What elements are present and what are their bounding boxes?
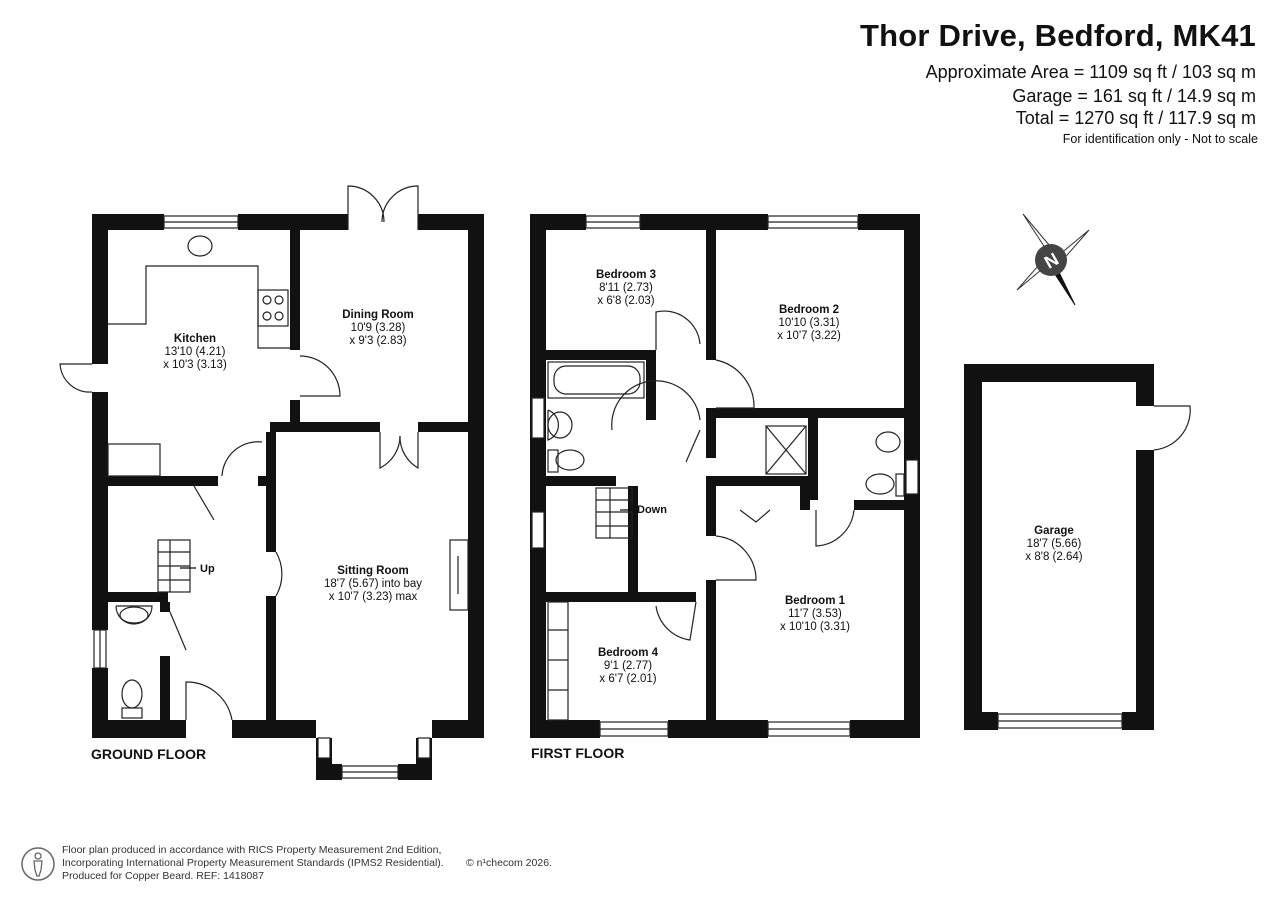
room-kitchen: Kitchen 13'10 (4.21) x 10'3 (3.13) — [163, 333, 227, 372]
measurement-logo-icon — [20, 846, 56, 887]
room-dimension: 8'11 (2.73) — [599, 282, 653, 294]
footer-text: Floor plan produced in accordance with R… — [62, 844, 444, 883]
footer-line: Produced for Copper Beard. REF: 1418087 — [62, 870, 264, 882]
scale-note: For identification only - Not to scale — [1062, 132, 1258, 146]
room-name: Bedroom 3 — [595, 269, 657, 281]
room-dimension: 10'9 (3.28) — [350, 322, 406, 334]
area-line-approximate: Approximate Area = 1109 sq ft / 103 sq m — [925, 62, 1256, 82]
area-line-total: Total = 1270 sq ft / 117.9 sq m — [1015, 108, 1256, 128]
room-dimension: x 6'8 (2.03) — [597, 295, 655, 307]
room-name: Bedroom 1 — [784, 595, 846, 607]
area-line-garage: Garage = 161 sq ft / 14.9 sq m — [1012, 86, 1256, 106]
room-dimension: x 6'7 (2.01) — [599, 673, 657, 685]
stairs-down-label: Down — [637, 504, 667, 516]
copyright-text: © n¹checom 2026. — [466, 857, 552, 869]
room-dimension: 9'1 (2.77) — [603, 660, 653, 672]
stairs-up-label: Up — [200, 563, 215, 575]
room-dining: Dining Room 10'9 (3.28) x 9'3 (2.83) — [342, 309, 414, 348]
floor-label-ground: GROUND FLOOR — [91, 746, 207, 762]
room-name: Bedroom 4 — [597, 647, 659, 659]
room-name: Sitting Room — [337, 565, 409, 577]
room-bedroom-4: Bedroom 4 9'1 (2.77) x 6'7 (2.01) — [598, 647, 658, 686]
room-dimension: x 10'7 (3.23) max — [328, 591, 418, 603]
room-name: Kitchen — [173, 333, 217, 345]
footer-line: Floor plan produced in accordance with R… — [62, 844, 442, 856]
room-dimension: x 9'3 (2.83) — [349, 335, 407, 347]
room-dimension: x 10'7 (3.22) — [777, 330, 841, 342]
floor-label-first: FIRST FLOOR — [531, 745, 625, 761]
room-dimension: 18'7 (5.66) — [1026, 538, 1082, 550]
room-garage: Garage 18'7 (5.66) x 8'8 (2.64) — [1025, 525, 1082, 564]
footer-line: Incorporating International Property Mea… — [62, 857, 444, 869]
room-dimension: 11'7 (3.53) — [788, 608, 842, 620]
compass-icon: N — [1003, 210, 1103, 315]
room-name: Dining Room — [342, 309, 414, 321]
room-dimension: x 10'3 (3.13) — [163, 359, 227, 371]
room-name: Bedroom 2 — [778, 304, 840, 316]
room-dimension: 13'10 (4.21) — [164, 346, 226, 358]
room-bedroom-3: Bedroom 3 8'11 (2.73) x 6'8 (2.03) — [596, 269, 656, 308]
room-name: Garage — [1034, 525, 1074, 537]
room-bedroom-2: Bedroom 2 10'10 (3.31) x 10'7 (3.22) — [777, 304, 841, 343]
room-dimension: x 10'10 (3.31) — [780, 621, 850, 633]
page-title: Thor Drive, Bedford, MK41 — [860, 18, 1256, 53]
room-dimension: x 8'8 (2.64) — [1025, 551, 1083, 563]
room-bedroom-1: Bedroom 1 11'7 (3.53) x 10'10 (3.31) — [780, 595, 850, 634]
room-dimension: 10'10 (3.31) — [778, 317, 840, 329]
room-dimension: 18'7 (5.67) into bay — [323, 578, 423, 590]
room-sitting: Sitting Room 18'7 (5.67) into bay x 10'7… — [324, 565, 422, 604]
